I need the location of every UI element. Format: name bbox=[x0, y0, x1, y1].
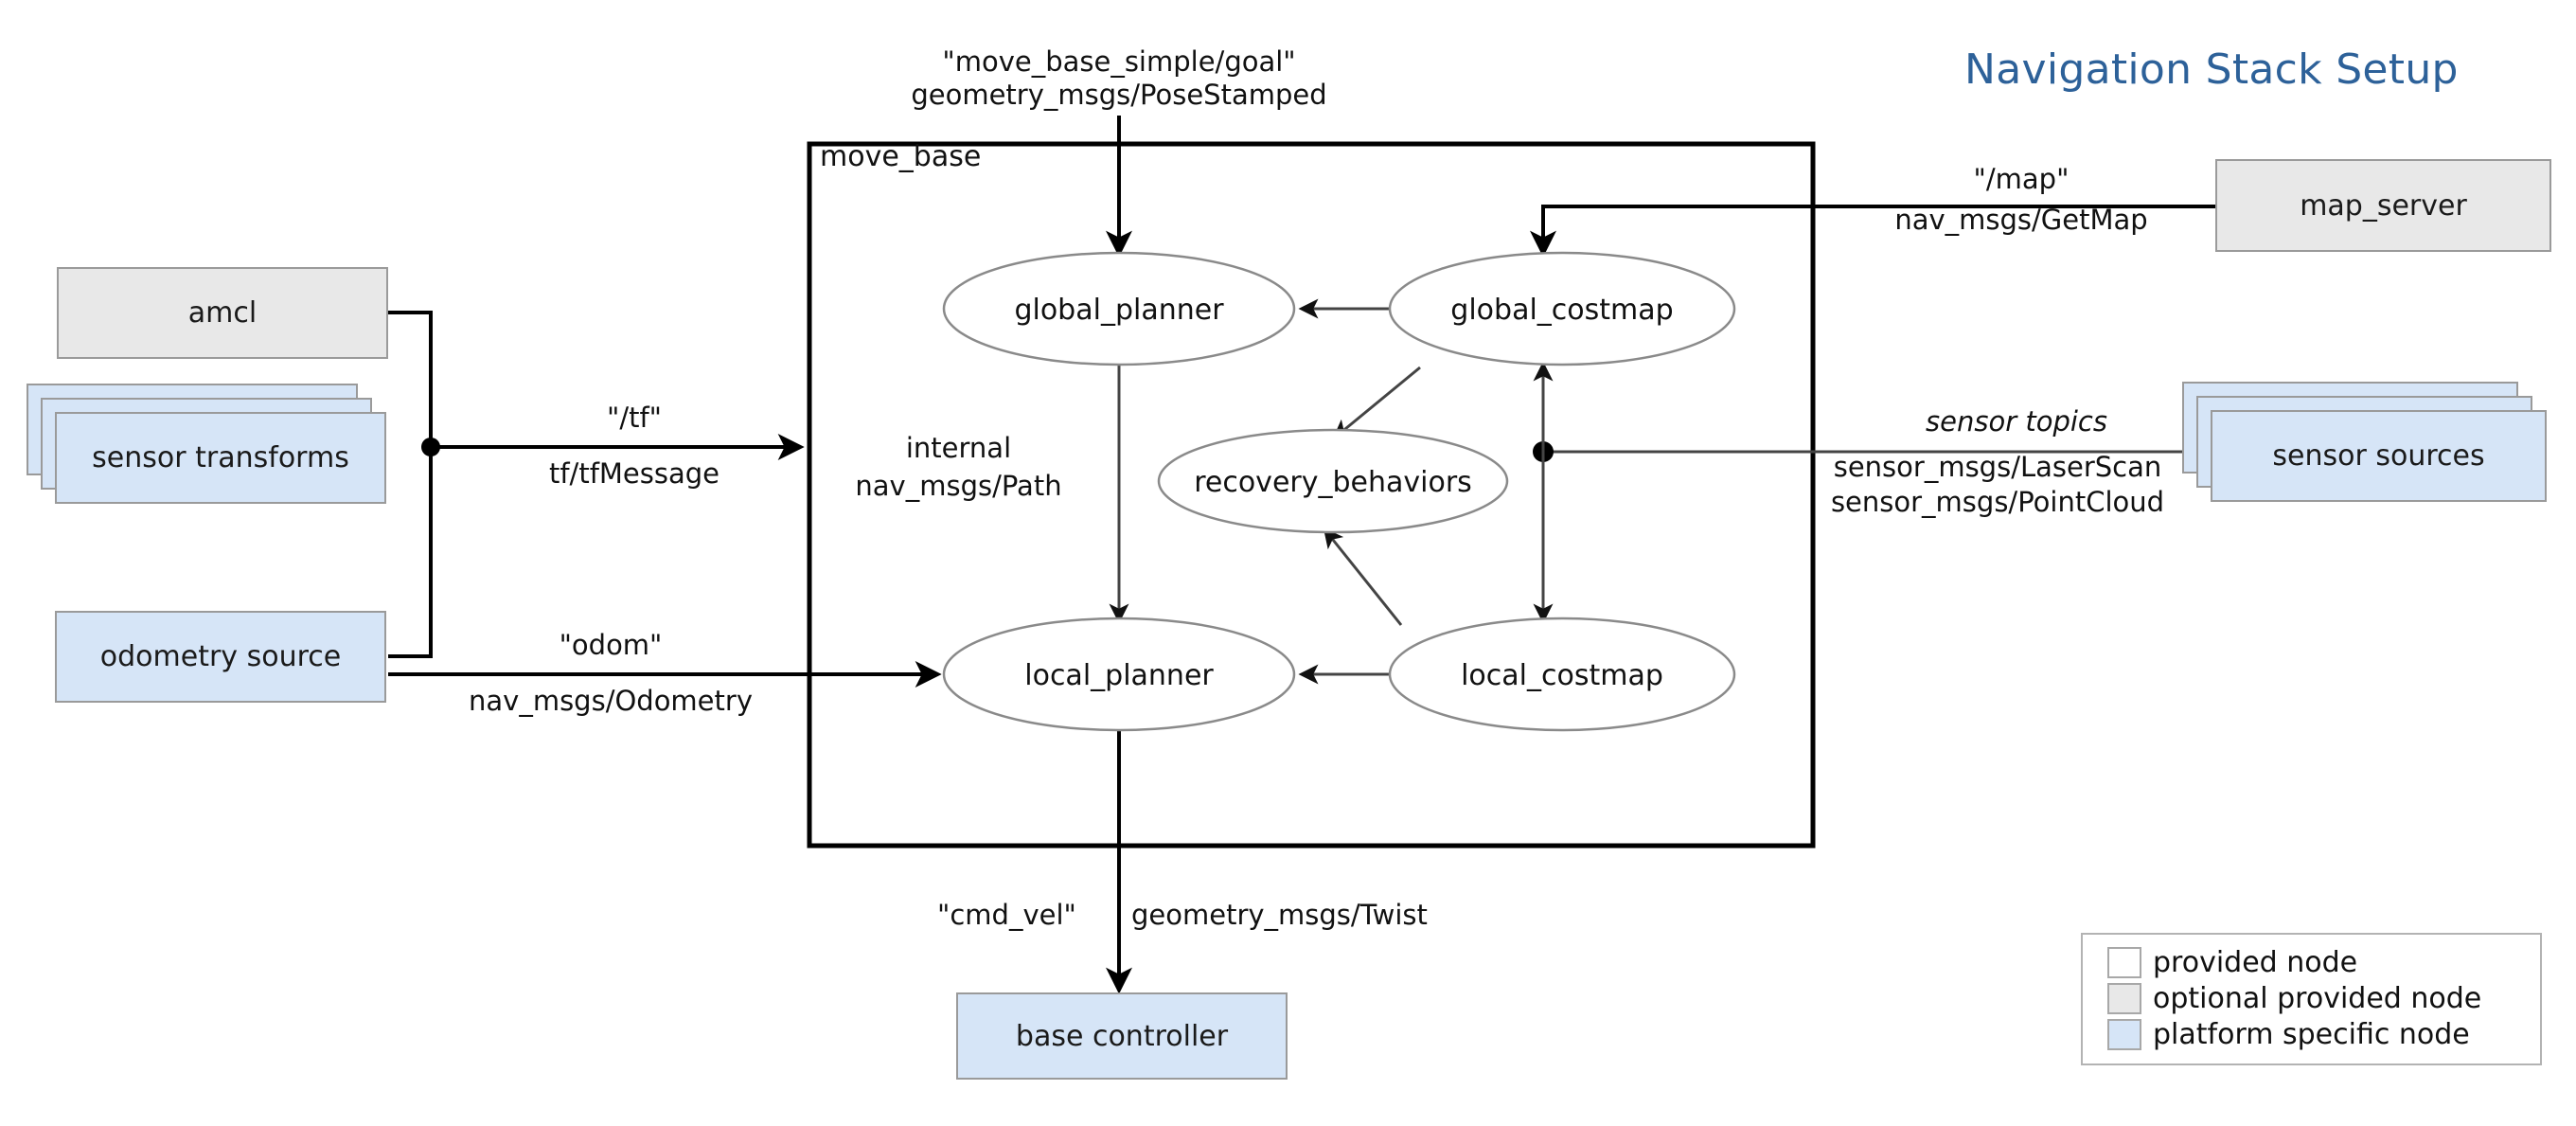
edge-label-tf-topic: "/tf" bbox=[606, 402, 663, 434]
node-map-server-label: map_server bbox=[2300, 188, 2467, 223]
edge-map-to-global-costmap bbox=[1530, 205, 2215, 258]
edge-label-sensor-topic: sensor topics bbox=[1926, 405, 2107, 438]
edge-local-costmap-to-recovery bbox=[1323, 527, 1403, 626]
node-odometry-source-label: odometry source bbox=[99, 640, 342, 673]
tf-junction-dot bbox=[421, 438, 440, 456]
node-base-controller[interactable]: base controller bbox=[956, 992, 1288, 1080]
node-sensor-sources[interactable]: sensor sources bbox=[2211, 410, 2547, 502]
node-local-costmap-label: local_costmap bbox=[1461, 659, 1663, 692]
legend-label-provided-node: provided node bbox=[2153, 945, 2358, 979]
edge-label-odom-topic: "odom" bbox=[559, 629, 663, 661]
legend-label-optional-provided-node: optional provided node bbox=[2153, 981, 2482, 1015]
edge-label-goal-topic: "move_base_simple/goal" bbox=[942, 45, 1296, 78]
edge-tf-bus bbox=[388, 311, 433, 658]
node-global-planner[interactable]: global_planner bbox=[942, 251, 1296, 366]
node-sensor-sources-label: sensor sources bbox=[2272, 439, 2485, 473]
node-global-costmap-label: global_costmap bbox=[1450, 294, 1673, 327]
edge-label-map-type: nav_msgs/GetMap bbox=[1894, 204, 2148, 236]
node-base-controller-label: base controller bbox=[1015, 1019, 1229, 1053]
move-base-label: move_base bbox=[820, 140, 982, 173]
move-base-container bbox=[807, 141, 1816, 849]
node-global-costmap[interactable]: global_costmap bbox=[1388, 251, 1736, 366]
node-local-planner-label: local_planner bbox=[1024, 659, 1214, 692]
node-amcl[interactable]: amcl bbox=[57, 267, 388, 359]
node-recovery-behaviors[interactable]: recovery_behaviors bbox=[1157, 428, 1509, 534]
node-odometry-source[interactable]: odometry source bbox=[55, 611, 386, 703]
node-sensor-transforms-label: sensor transforms bbox=[92, 441, 349, 474]
edge-label-sensor-type-1: sensor_msgs/LaserScan bbox=[1833, 451, 2162, 483]
legend-swatch-provided-node bbox=[2107, 946, 2141, 978]
edge-label-goal-type: geometry_msgs/PoseStamped bbox=[911, 79, 1327, 111]
edge-global-costmap-to-recovery bbox=[1332, 366, 1421, 440]
edge-label-tf-type: tf/tfMessage bbox=[548, 457, 720, 490]
page-title: Navigation Stack Setup bbox=[1964, 45, 2459, 94]
node-local-planner[interactable]: local_planner bbox=[942, 617, 1296, 732]
legend-swatch-platform-specific-node bbox=[2107, 1018, 2141, 1050]
node-amcl-label: amcl bbox=[187, 296, 258, 330]
edge-label-cmd-vel-topic: "cmd_vel" bbox=[937, 899, 1076, 931]
edge-label-cmd-vel-type: geometry_msgs/Twist bbox=[1131, 899, 1428, 931]
node-recovery-behaviors-label: recovery_behaviors bbox=[1194, 466, 1472, 499]
legend-swatch-optional-provided-node bbox=[2107, 982, 2141, 1014]
edge-label-map-topic: "/map" bbox=[1973, 163, 2070, 195]
edge-label-sensor-type-2: sensor_msgs/PointCloud bbox=[1830, 486, 2165, 518]
legend-item-provided-node: provided node bbox=[2107, 944, 2527, 980]
legend: provided node optional provided node pla… bbox=[2081, 933, 2542, 1065]
edge-label-internal-type: nav_msgs/Path bbox=[855, 470, 1062, 502]
legend-item-platform-specific-node: platform specific node bbox=[2107, 1016, 2527, 1052]
edge-label-internal-topic: internal bbox=[905, 432, 1012, 464]
node-local-costmap[interactable]: local_costmap bbox=[1388, 617, 1736, 732]
legend-label-platform-specific-node: platform specific node bbox=[2153, 1017, 2470, 1051]
node-global-planner-label: global_planner bbox=[1014, 294, 1224, 327]
node-map-server[interactable]: map_server bbox=[2215, 159, 2551, 252]
edge-label-odom-type: nav_msgs/Odometry bbox=[469, 685, 753, 717]
legend-item-optional-provided-node: optional provided node bbox=[2107, 980, 2527, 1016]
node-sensor-transforms[interactable]: sensor transforms bbox=[55, 412, 386, 504]
